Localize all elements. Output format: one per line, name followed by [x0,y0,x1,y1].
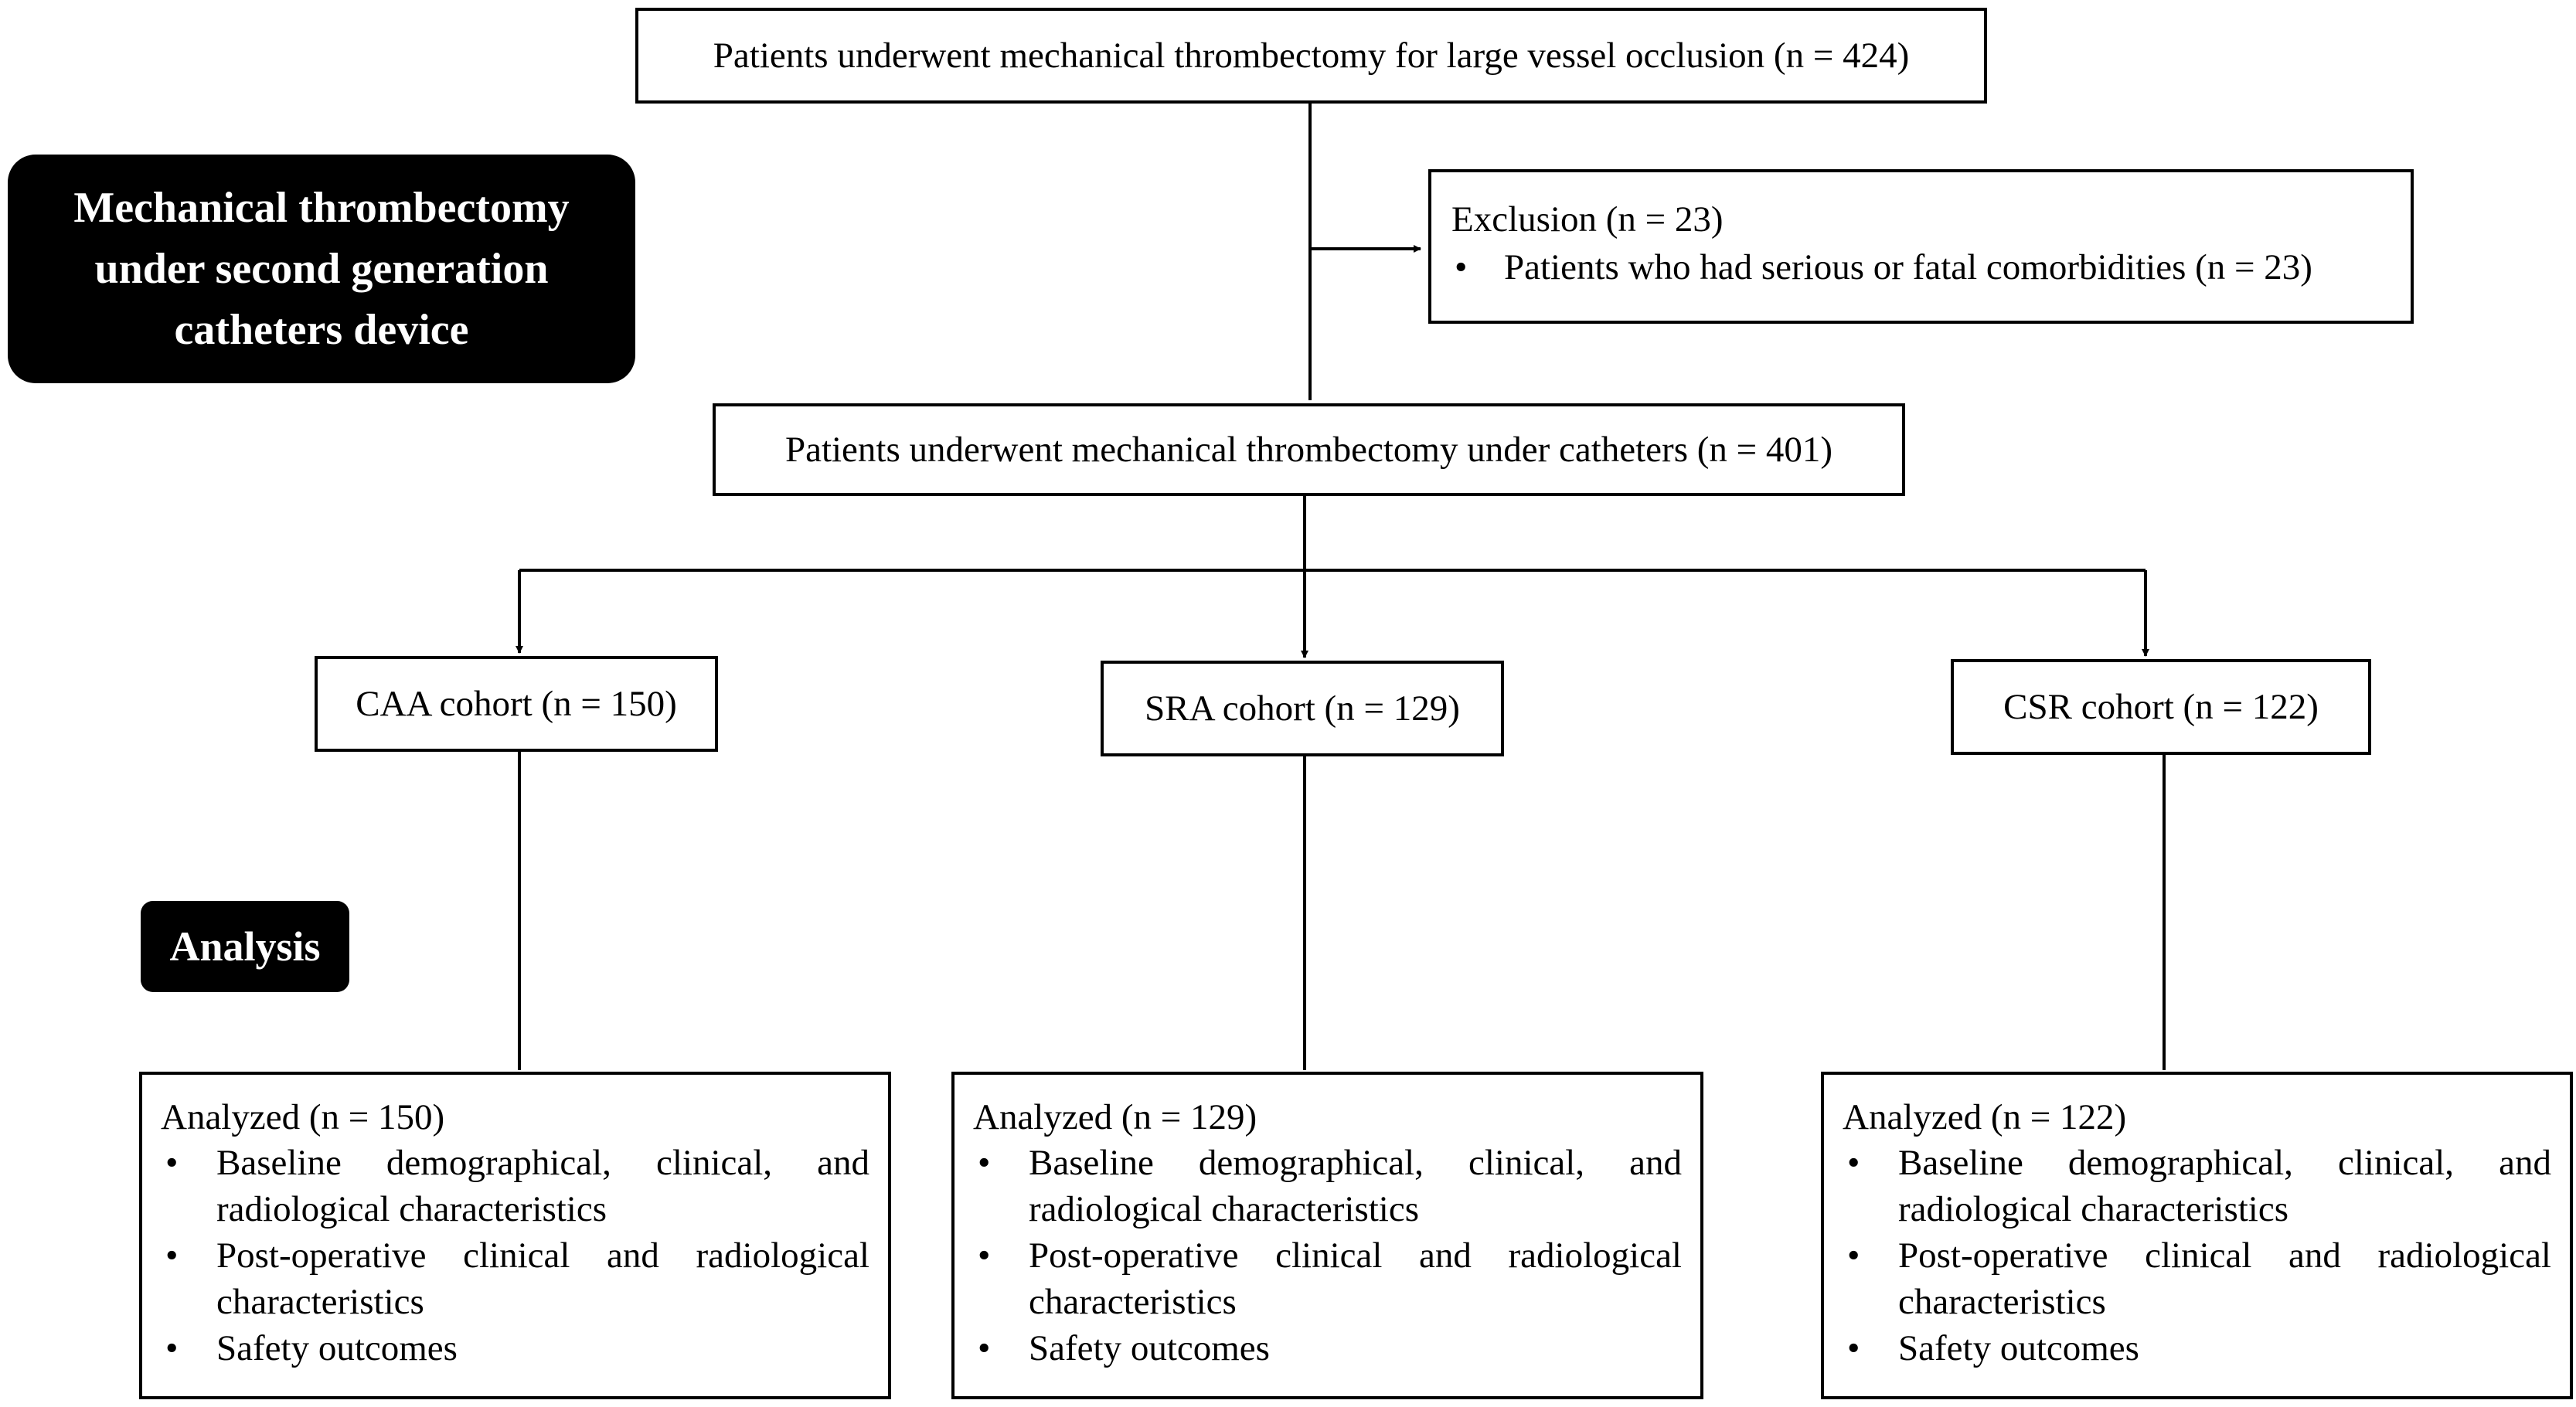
list-item: • Post-operative clinical and radiologica… [1843,1232,2551,1325]
analysis-label: Analysis [141,901,349,992]
list-item: • Safety outcomes [973,1325,1682,1371]
bullet-icon: • [1847,1235,1860,1276]
list-item-text: Baseline demographical, clinical, and ra… [1898,1143,2551,1229]
list-item: • Safety outcomes [161,1325,869,1371]
bullet-icon: • [165,1235,179,1276]
list-item: • Baseline demographical, clinical, and r… [161,1140,869,1232]
sra-analyzed-box: Analyzed (n = 129) • Baseline demographic… [951,1072,1703,1399]
catheter-cohort-box: Patients underwent mechanical thrombecto… [713,403,1905,496]
analysis-label-text: Analysis [169,923,321,970]
sra-cohort-box: SRA cohort (n = 129) [1101,661,1504,756]
bullet-icon: • [978,1328,991,1368]
csr-cohort-label: CSR cohort (n = 122) [2003,687,2319,727]
csr-analyzed-title: Analyzed (n = 122) [1843,1097,2127,1137]
initial-cohort-text: Patients underwent mechanical thrombecto… [713,36,1910,76]
sra-analyzed-list: • Baseline demographical, clinical, and r… [973,1140,1682,1371]
caa-analyzed-list: • Baseline demographical, clinical, and r… [161,1140,869,1371]
bullet-icon: • [165,1143,179,1183]
caa-analyzed-box: Analyzed (n = 150) • Baseline demographic… [139,1072,891,1399]
list-item-text: Post-operative clinical and radiological… [1898,1235,2551,1322]
bullet-icon: • [165,1328,179,1368]
list-item: • Baseline demographical, clinical, and r… [973,1140,1682,1232]
list-item-text: Post-operative clinical and radiological… [1029,1235,1682,1322]
list-item: • Baseline demographical, clinical, and r… [1843,1140,2551,1232]
device-label-text: Mechanical thrombectomy under second gen… [73,183,570,354]
list-item-text: Safety outcomes [1029,1328,1270,1368]
bullet-icon: • [978,1143,991,1183]
list-item: • Safety outcomes [1843,1325,2551,1371]
bullet-icon: • [978,1235,991,1276]
initial-cohort-box: Patients underwent mechanical thrombecto… [635,8,1987,104]
device-label: Mechanical thrombectomy under second gen… [8,155,635,383]
sra-analyzed-title: Analyzed (n = 129) [973,1097,1257,1137]
list-item-text: Baseline demographical, clinical, and ra… [1029,1143,1682,1229]
csr-analyzed-list: • Baseline demographical, clinical, and r… [1843,1140,2551,1371]
list-item: • Post-operative clinical and radiologica… [973,1232,1682,1325]
list-item: • Post-operative clinical and radiologica… [161,1232,869,1325]
exclusion-item-text: Patients who had serious or fatal comorb… [1504,247,2312,287]
bullet-icon: • [1455,247,1468,287]
list-item-text: Post-operative clinical and radiological… [216,1235,869,1322]
catheter-cohort-text: Patients underwent mechanical thrombecto… [784,430,1833,470]
csr-cohort-box: CSR cohort (n = 122) [1951,659,2371,755]
list-item-text: Baseline demographical, clinical, and ra… [216,1143,869,1229]
exclusion-box: Exclusion (n = 23) • Patients who had se… [1428,169,2414,324]
exclusion-item: • Patients who had serious or fatal como… [1451,243,2411,291]
sra-cohort-label: SRA cohort (n = 129) [1145,688,1460,729]
list-item-text: Safety outcomes [216,1328,458,1368]
csr-analyzed-box: Analyzed (n = 122) • Baseline demographic… [1821,1072,2573,1399]
exclusion-title: Exclusion (n = 23) [1451,199,1724,240]
list-item-text: Safety outcomes [1898,1328,2139,1368]
bullet-icon: • [1847,1143,1860,1183]
caa-analyzed-title: Analyzed (n = 150) [161,1097,445,1137]
caa-cohort-box: CAA cohort (n = 150) [315,656,718,752]
caa-cohort-label: CAA cohort (n = 150) [356,684,677,724]
bullet-icon: • [1847,1328,1860,1368]
